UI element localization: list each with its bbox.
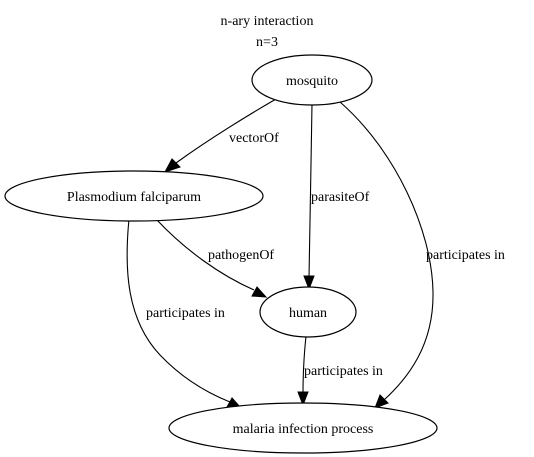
node-label-malaria: malaria infection process [233,422,374,437]
node-shape [251,54,373,106]
edge-mosquito-to-human: parasiteOf [303,103,370,291]
node-label-human: human [289,306,327,321]
node-label-plasmodium: Plasmodium falciparum [67,190,201,205]
edge-line [339,101,434,401]
edge-label-vectorof: vectorOf [229,131,279,146]
arrowhead [297,391,309,407]
arrowhead [374,394,389,409]
edge-human-to-malaria: participates in [297,335,383,407]
edge-line [302,335,307,394]
edge-label-participates-in-human: participates in [304,364,383,379]
diagram-title-line-1: n-ary interaction [221,14,314,29]
node-shape [259,286,357,338]
diagram-title-line-2: n=3 [256,35,278,50]
edge-plasmodium-to-malaria: participates in [126,218,243,409]
node-plasmodium-falciparum[interactable]: Plasmodium falciparum [4,170,264,222]
node-malaria-infection-process[interactable]: malaria infection process [168,402,438,454]
edge-label-participates-in-plasmodium: participates in [146,306,225,321]
edge-label-parasiteof: parasiteOf [311,190,370,205]
edge-line [175,98,277,164]
edge-plasmodium-to-human: pathogenOf [155,218,274,298]
node-human[interactable]: human [259,286,357,338]
edge-label-pathogenof: pathogenOf [208,248,274,263]
edge-mosquito-to-malaria: participates in [339,101,505,409]
arrowhead [303,275,315,291]
edge-mosquito-to-plasmodium: vectorOf [163,98,279,173]
arrowhead [251,286,268,298]
node-shape [168,402,438,454]
edge-line [308,103,313,279]
node-label-mosquito: mosquito [286,74,338,89]
node-shape [4,170,264,222]
arrowhead [163,158,181,173]
edge-label-participates-in-mosquito: participates in [426,248,505,263]
edge-line [155,218,255,291]
node-mosquito[interactable]: mosquito [251,54,373,106]
edge-line [126,218,231,403]
